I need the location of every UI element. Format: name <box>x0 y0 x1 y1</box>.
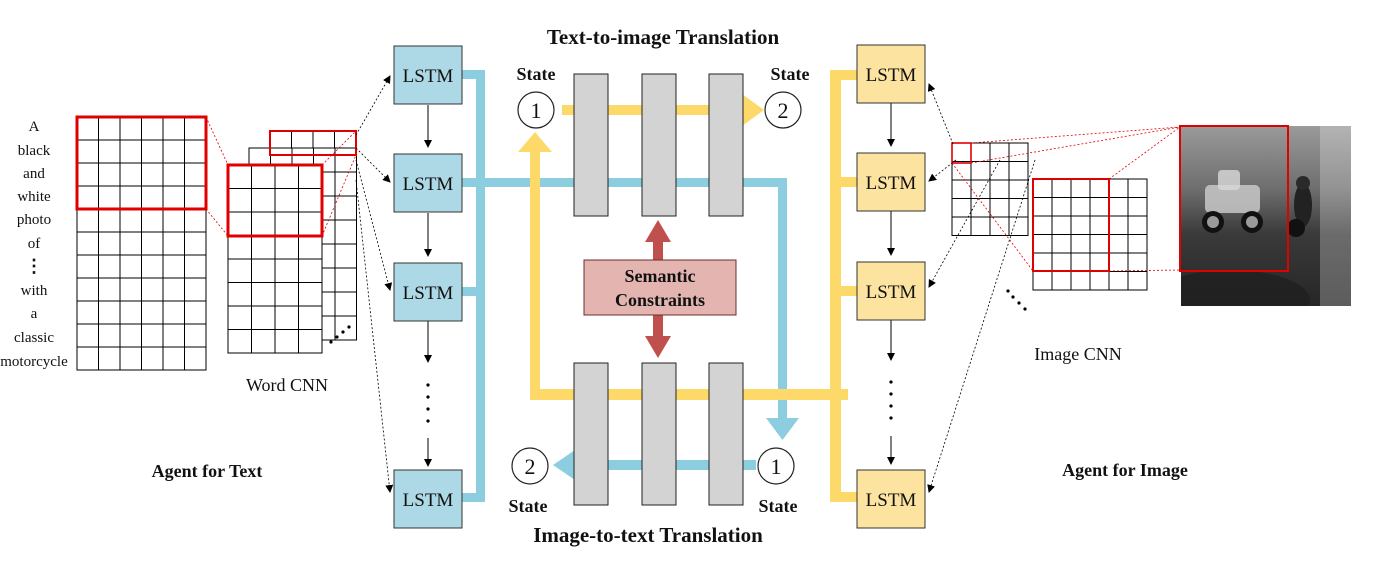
gray-block <box>708 362 744 506</box>
state-number: 2 <box>778 98 789 123</box>
diagonal-ellipsis <box>1006 289 1027 311</box>
caption-word: photo <box>17 212 51 228</box>
diagonal-ellipsis <box>329 325 351 344</box>
caption-word: A <box>29 119 40 135</box>
text-embedding-grid <box>75 115 208 371</box>
caption-word: black <box>18 143 51 159</box>
vertical-ellipsis <box>426 383 430 423</box>
state-bottom-left: 2 State <box>509 447 549 516</box>
gray-block <box>641 73 677 217</box>
svg-text:LSTM: LSTM <box>866 173 917 194</box>
input-photo <box>1179 125 1351 306</box>
grid <box>227 164 323 354</box>
translation-blocks-top <box>573 73 744 217</box>
image-cnn-feature-maps <box>951 142 1148 291</box>
gray-block <box>641 362 677 506</box>
caption-word: classic <box>14 330 54 346</box>
lstm-box: LSTM <box>856 152 926 212</box>
caption-word: and <box>23 166 45 182</box>
state-label: State <box>771 64 810 84</box>
svg-text:LSTM: LSTM <box>866 282 917 303</box>
text-lstm-column: LSTM LSTM LSTM LSTM <box>393 45 463 529</box>
svg-text:LSTM: LSTM <box>403 283 454 304</box>
semantic-constraints-box: Semantic Constraints <box>583 259 737 316</box>
state-top-left: State 1 <box>517 64 556 129</box>
word-cnn-label: Word CNN <box>246 375 328 395</box>
lstm-box: LSTM <box>393 469 463 529</box>
caption-word: of <box>28 236 41 252</box>
image-cnn-label: Image CNN <box>1034 344 1121 364</box>
title-text-to-image: Text-to-image Translation <box>547 25 780 49</box>
semantic-line2: Constraints <box>615 290 705 310</box>
title-image-to-text: Image-to-text Translation <box>533 523 763 547</box>
svg-text:LSTM: LSTM <box>403 490 454 511</box>
state-number: 1 <box>531 98 542 123</box>
state-label: State <box>517 64 556 84</box>
grid <box>1032 178 1148 291</box>
svg-text:LSTM: LSTM <box>866 65 917 86</box>
translation-blocks-bottom <box>573 362 744 506</box>
state-top-right: State 2 <box>764 64 810 129</box>
semantic-line1: Semantic <box>625 266 696 286</box>
vertical-ellipsis <box>889 380 893 420</box>
caption-word: a <box>31 306 38 322</box>
svg-text:LSTM: LSTM <box>403 66 454 87</box>
highlight-box <box>75 115 208 211</box>
state-label: State <box>759 496 798 516</box>
lstm-box: LSTM <box>393 262 463 322</box>
image-connectors <box>951 126 1181 272</box>
grid <box>951 142 1029 236</box>
svg-text:LSTM: LSTM <box>866 490 917 511</box>
gray-block <box>573 73 609 217</box>
caption-words: A black and white photo of ⋮ with a clas… <box>0 119 68 370</box>
agent-for-text-label: Agent for Text <box>152 461 263 481</box>
caption-word: white <box>17 189 51 205</box>
lstm-box: LSTM <box>393 153 463 213</box>
image-to-lstm-arrows <box>927 83 1036 493</box>
highlight-box <box>269 130 357 156</box>
lstm-box: LSTM <box>856 469 926 529</box>
caption-ellipsis: ⋮ <box>25 256 43 276</box>
lstm-box: LSTM <box>856 261 926 321</box>
caption-word: with <box>21 283 48 299</box>
text-connectors <box>205 116 357 237</box>
agent-for-image-label: Agent for Image <box>1062 460 1188 480</box>
lstm-box: LSTM <box>856 44 926 104</box>
word-cnn-feature-maps <box>226 130 357 354</box>
state-bottom-right: 1 State <box>757 447 798 516</box>
gray-block <box>573 362 609 506</box>
state-number: 2 <box>525 454 536 479</box>
highlight-box <box>226 163 324 238</box>
gray-block <box>708 73 744 217</box>
state-label: State <box>509 496 548 516</box>
semantic-arrows <box>645 220 671 358</box>
caption-word: motorcycle <box>0 354 68 370</box>
state-number: 1 <box>771 454 782 479</box>
word-to-lstm-arrows <box>355 75 394 493</box>
highlight-box <box>1032 178 1110 272</box>
grid <box>76 116 207 371</box>
lstm-box: LSTM <box>393 45 463 105</box>
highlight-box <box>951 142 972 164</box>
image-lstm-column: LSTM LSTM LSTM LSTM <box>856 44 926 529</box>
svg-text:LSTM: LSTM <box>403 174 454 195</box>
